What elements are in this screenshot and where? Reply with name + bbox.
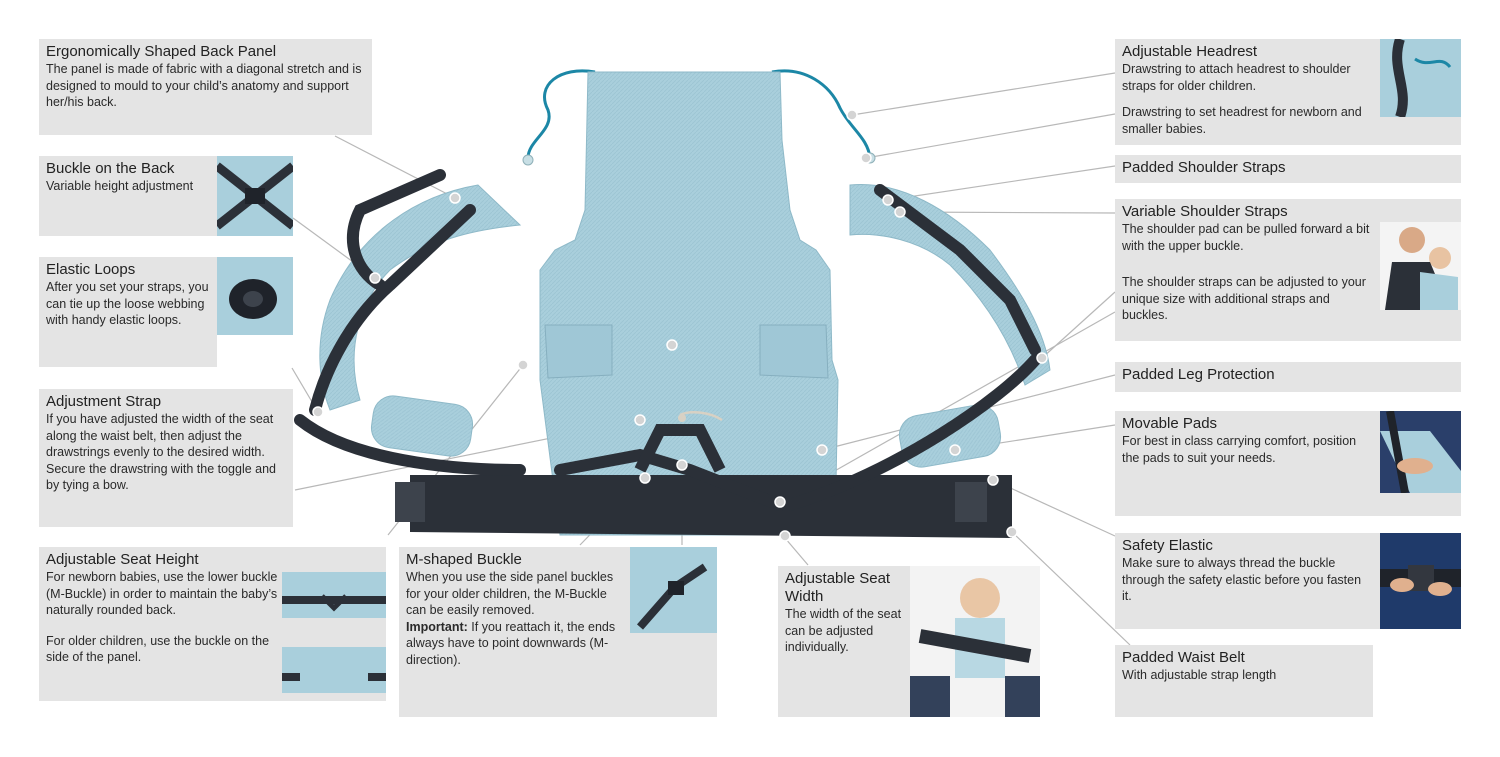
label-text: After you set your straps, you can tie u…	[46, 280, 209, 327]
label-title: Padded Leg Protection	[1122, 366, 1275, 383]
variable-shoulder-photo	[1380, 222, 1461, 310]
label-headrest: Adjustable Headrest Drawstring to attach…	[1115, 39, 1380, 145]
label-text-2: Drawstring to set headrest for newborn a…	[1122, 105, 1362, 136]
label-text: Variable height adjustment	[46, 179, 194, 193]
m-buckle-photo	[630, 547, 717, 633]
label-title: Padded Waist Belt	[1122, 649, 1245, 666]
label-movable-pads: Movable Pads For best in class carrying …	[1115, 411, 1380, 516]
label-padded-shoulder: Padded Shoulder Straps	[1115, 155, 1461, 183]
label-text: Make sure to always thread the buckle th…	[1122, 556, 1362, 603]
label-title: Adjustment Strap	[46, 393, 162, 410]
safety-elastic-photo	[1380, 533, 1461, 629]
seat-height-photo-2	[282, 647, 386, 693]
label-waist-belt: Padded Waist Belt With adjustable strap …	[1115, 645, 1373, 717]
label-text-2: The shoulder straps can be adjusted to y…	[1122, 275, 1366, 322]
movable-pads-photo	[1380, 411, 1461, 493]
label-title: Adjustable Headrest	[1122, 43, 1258, 60]
label-text: If you have adjusted the width of the se…	[46, 412, 276, 492]
label-text-2: For older children, use the buckle on th…	[46, 633, 270, 665]
label-text-1: For newborn babies, use the lower buckle…	[46, 570, 278, 617]
label-seat-width: Adjustable Seat Width The width of the s…	[778, 566, 910, 717]
important-text: If you reattach it, the ends always have…	[406, 619, 616, 667]
label-important: Important: If you reattach it, the ends …	[406, 619, 624, 669]
label-back-panel: Ergonomically Shaped Back Panel The pane…	[39, 39, 372, 135]
label-buckle-back: Buckle on the Back Variable height adjus…	[39, 156, 217, 236]
label-title: Adjustable Seat Height	[46, 551, 199, 568]
label-text: When you use the side panel buckles for …	[406, 570, 614, 617]
label-title: Movable Pads	[1122, 415, 1218, 432]
movable-pads-spacer	[1380, 493, 1461, 516]
label-title: M-shaped Buckle	[406, 551, 522, 568]
label-text: The width of the seat can be adjusted in…	[785, 607, 902, 654]
label-text-1: The shoulder pad can be pulled forward a…	[1122, 222, 1370, 253]
elastic-loops-photo	[217, 257, 293, 335]
label-title: Adjustable Seat Width	[785, 570, 891, 605]
seat-width-photo	[910, 566, 1040, 717]
seat-height-photo-1	[282, 572, 386, 618]
label-variable-shoulder: Variable Shoulder Straps The shoulder pa…	[1115, 199, 1380, 341]
variable-shoulder-spacer-2	[1380, 310, 1461, 341]
label-text: For best in class carrying comfort, posi…	[1122, 434, 1357, 465]
label-title: Buckle on the Back	[46, 160, 175, 177]
label-title: Variable Shoulder Straps	[1122, 203, 1288, 220]
important-label: Important:	[406, 619, 468, 634]
label-safety-elastic: Safety Elastic Make sure to always threa…	[1115, 533, 1380, 629]
label-adjustment-strap: Adjustment Strap If you have adjusted th…	[39, 389, 293, 527]
label-title: Padded Shoulder Straps	[1122, 159, 1286, 176]
label-title: Ergonomically Shaped Back Panel	[46, 43, 277, 60]
label-title: Elastic Loops	[46, 261, 136, 278]
label-text-1: Drawstring to attach headrest to shoulde…	[1122, 62, 1351, 93]
label-text: The panel is made of fabric with a diago…	[46, 62, 362, 109]
label-elastic-loops: Elastic Loops After you set your straps,…	[39, 257, 217, 367]
headrest-photo	[1380, 39, 1461, 117]
buckle-back-photo	[217, 156, 293, 236]
headrest-spacer	[1380, 117, 1461, 145]
label-title: Safety Elastic	[1122, 537, 1213, 554]
label-leg-protection: Padded Leg Protection	[1115, 362, 1461, 392]
label-text: With adjustable strap length	[1122, 668, 1277, 682]
variable-shoulder-spacer	[1380, 199, 1461, 222]
